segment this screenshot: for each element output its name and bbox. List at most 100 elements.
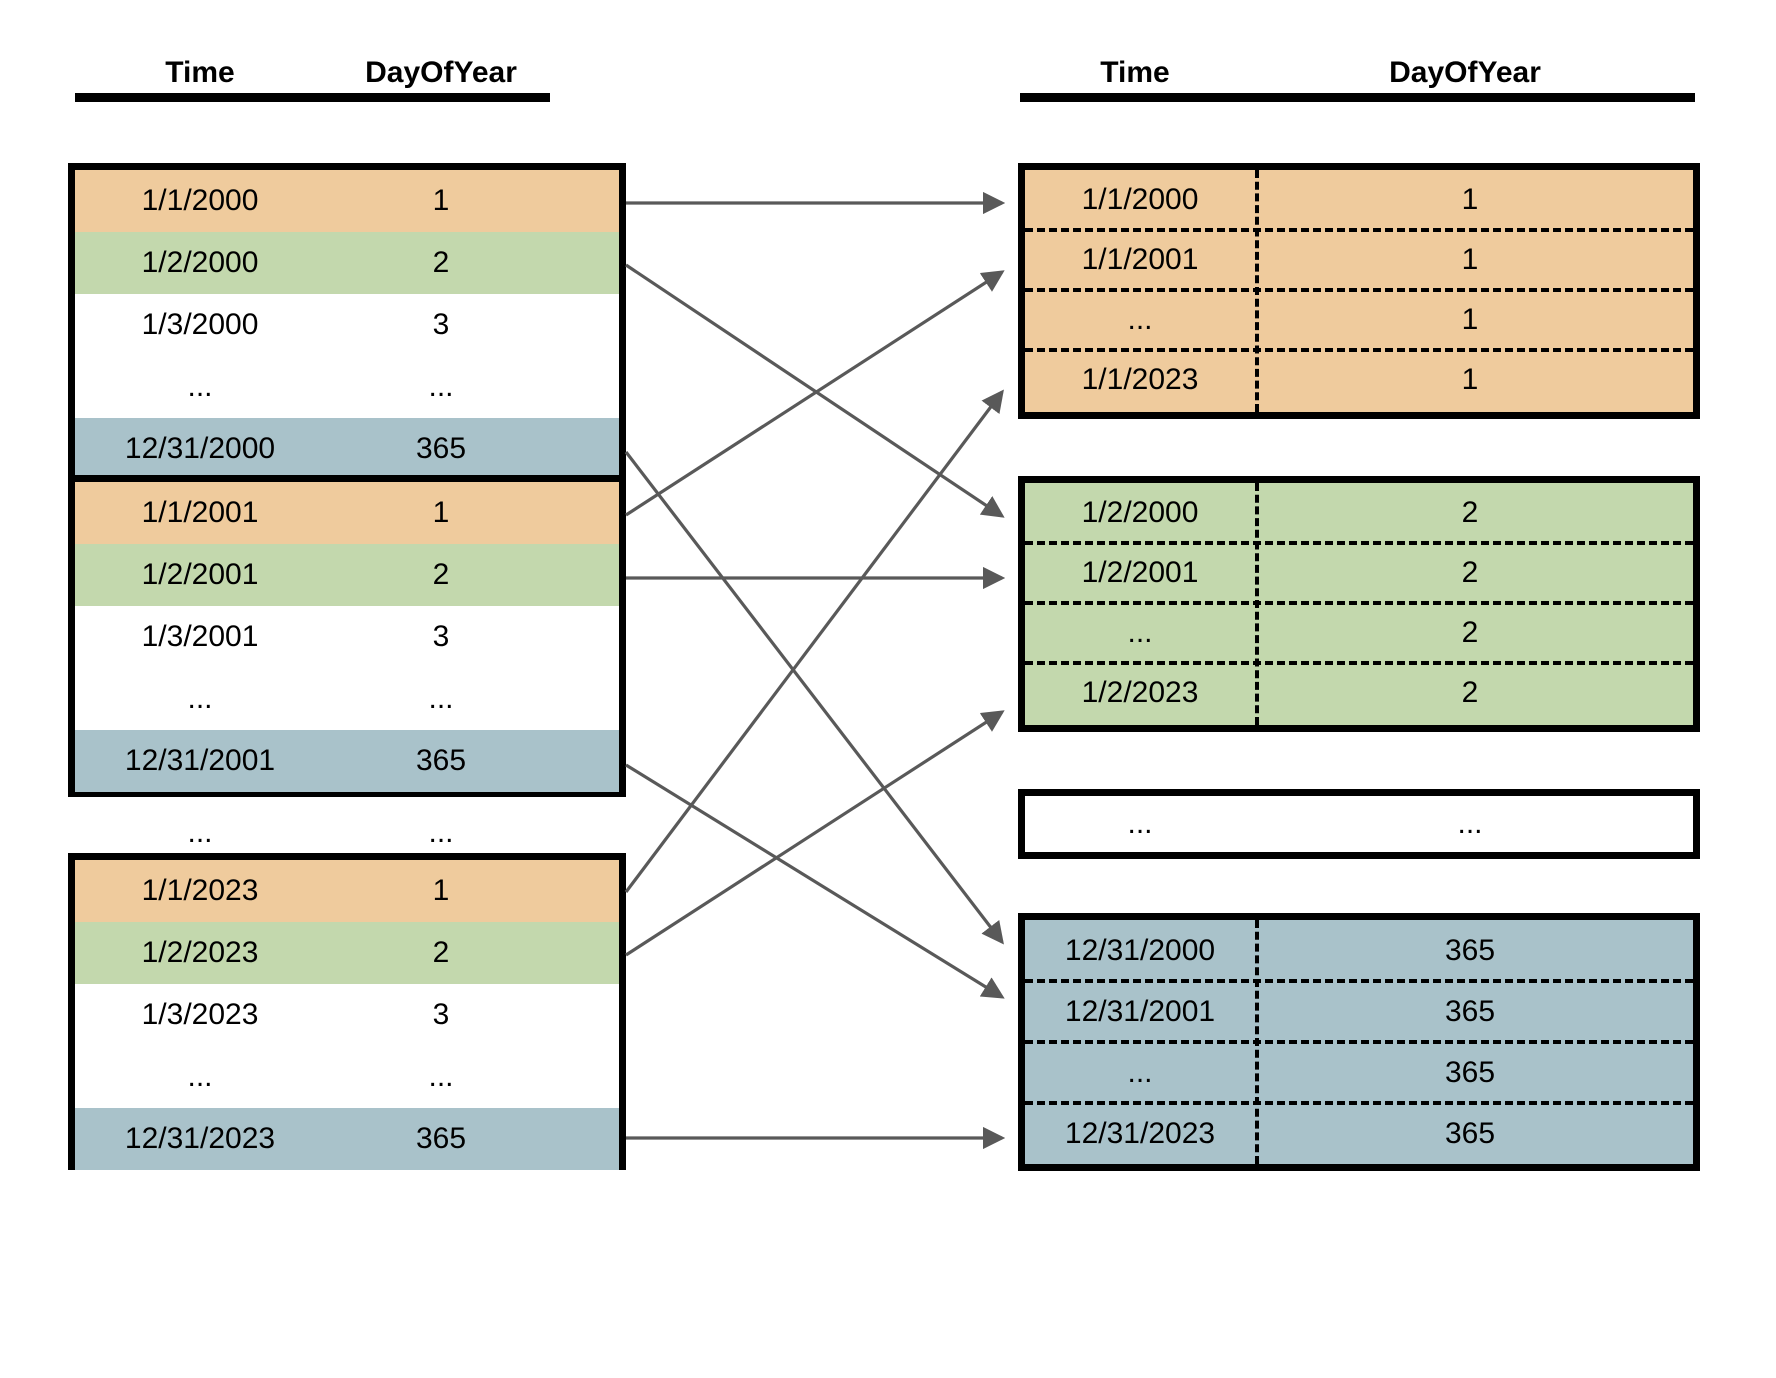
cell-time: ... [1127,807,1153,840]
cell-time: ... [187,816,213,849]
cell-time: 1/2/2001 [1081,556,1199,589]
table-row[interactable]: 1/2/2001 2 [75,544,619,606]
cell-time: 12/31/2023 [124,1122,276,1155]
cell-time: ... [1127,303,1153,336]
table-row[interactable]: 1/2/2000 2 [75,232,619,294]
cell-dayofyear: ... [1457,807,1483,840]
right-table-dayofyear-365: 12/31/2000 365 12/31/2001 365 ... 365 12… [1018,913,1700,1171]
table-row[interactable]: ... 365 [1025,1040,1693,1103]
cell-dayofyear: 1 [432,496,450,529]
cell-time: 12/31/2001 [1064,994,1216,1028]
cell-time: ... [187,1060,213,1093]
arrow-12-31-2000-to-doy365 [624,451,1004,945]
cell-dayofyear: 365 [1444,1116,1496,1150]
cell-time: 1/3/2001 [141,620,259,653]
cell-dayofyear: 365 [415,1122,467,1155]
right-header-rule [1020,93,1695,102]
right-header-dayofyear: DayOfYear [1389,56,1541,89]
left-header-time: Time [165,56,235,89]
arrow-1-2-2023-to-doy2 [625,710,1005,957]
cell-time: 12/31/2023 [1064,1116,1216,1150]
table-row[interactable]: 12/31/2000 365 [75,418,619,480]
cell-dayofyear: 365 [1444,933,1496,967]
cell-time: 1/1/2023 [1081,363,1199,396]
cell-dayofyear: 2 [1461,676,1479,709]
table-row[interactable]: 1/1/2000 1 [1025,170,1693,230]
table-row[interactable]: ... ... [1025,796,1693,852]
cell-time: 1/3/2000 [141,308,259,341]
cell-dayofyear: 2 [432,936,450,969]
table-row[interactable]: 1/1/2001 1 [75,482,619,544]
cell-dayofyear: ... [428,816,454,849]
table-row[interactable]: 1/2/2023 2 [1025,661,1693,723]
table-row[interactable]: 12/31/2001 365 [75,730,619,792]
left-header-rule [75,93,550,102]
cell-time: ... [1127,616,1153,649]
right-table-header: Time DayOfYear [1020,58,1700,88]
cell-time: 12/31/2000 [124,432,276,465]
cell-time: 1/1/2023 [141,874,259,907]
table-row[interactable]: 1/2/2001 2 [1025,541,1693,603]
cell-time: 1/2/2001 [141,558,259,591]
cell-dayofyear: 2 [1461,556,1479,589]
cell-dayofyear: 3 [432,308,450,341]
cell-dayofyear: 365 [1444,994,1496,1028]
cell-dayofyear: ... [428,370,454,403]
table-row[interactable]: ... 2 [1025,601,1693,663]
table-row[interactable]: ... ... [75,668,619,730]
left-tables-gap-ellipsis-row: ... ... [75,805,557,861]
left-table-year-2001: 1/1/2001 1 1/2/2001 2 1/3/2001 3 ... ...… [68,475,626,797]
arrow-1-1-2001-to-doy1 [625,270,1005,517]
cell-dayofyear: 365 [415,744,467,777]
table-row[interactable]: 1/2/2023 2 [75,922,619,984]
left-table-year-2000: 1/1/2000 1 1/2/2000 2 1/3/2000 3 ... ...… [68,163,626,480]
cell-dayofyear: 1 [1461,303,1479,336]
table-row[interactable]: 12/31/2023 365 [75,1108,619,1170]
table-row[interactable]: 12/31/2001 365 [1025,979,1693,1042]
cell-dayofyear: ... [428,1060,454,1093]
table-row[interactable]: 12/31/2000 365 [1025,920,1693,981]
table-row[interactable]: ... ... [75,356,619,418]
cell-time: ... [187,370,213,403]
cell-dayofyear: 3 [432,620,450,653]
cell-dayofyear: 2 [432,246,450,279]
cell-time: 1/1/2001 [1081,243,1199,276]
cell-time: 1/1/2001 [141,496,259,529]
cell-time: ... [1127,1055,1153,1089]
cell-dayofyear: 3 [432,998,450,1031]
cell-time: 1/1/2000 [1081,183,1199,216]
table-row[interactable]: 12/31/2023 365 [1025,1101,1693,1164]
table-row[interactable]: 1/2/2000 2 [1025,483,1693,543]
left-table-header: Time DayOfYear [75,58,623,88]
cell-dayofyear: 365 [415,432,467,465]
table-row[interactable]: 1/3/2000 3 [75,294,619,356]
arrow-1-1-2023-to-doy1 [624,389,1004,893]
right-table-gap-group: ... ... [1018,789,1700,859]
right-table-dayofyear-2: 1/2/2000 2 1/2/2001 2 ... 2 1/2/2023 2 [1018,476,1700,732]
left-table-year-2023: 1/1/2023 1 1/2/2023 2 1/3/2023 3 ... ...… [68,853,626,1170]
cell-time: 1/2/2023 [1081,676,1199,709]
cell-dayofyear: ... [428,682,454,715]
cell-dayofyear: 1 [1461,363,1479,396]
cell-dayofyear: 1 [1461,243,1479,276]
table-row[interactable]: 1/3/2023 3 [75,984,619,1046]
cell-time: 1/2/2000 [141,246,259,279]
table-row[interactable]: 1/1/2023 1 [75,860,619,922]
arrow-12-31-2001-to-doy365 [625,763,1005,999]
table-row[interactable]: 1/3/2001 3 [75,606,619,668]
table-row[interactable]: ... 1 [1025,288,1693,350]
cell-time: 1/3/2023 [141,998,259,1031]
cell-dayofyear: 1 [1461,183,1479,216]
right-header-time: Time [1100,56,1170,89]
cell-time: ... [187,682,213,715]
table-row[interactable]: 1/1/2000 1 [75,170,619,232]
cell-dayofyear: 2 [1461,616,1479,649]
table-row[interactable]: ... ... [75,1046,619,1108]
cell-dayofyear: 1 [432,184,450,217]
cell-time: 1/1/2000 [141,184,259,217]
left-header-dayofyear: DayOfYear [365,56,517,89]
table-row[interactable]: 1/1/2001 1 [1025,228,1693,290]
table-row[interactable]: 1/1/2023 1 [1025,348,1693,410]
cell-time: 12/31/2001 [124,744,276,777]
